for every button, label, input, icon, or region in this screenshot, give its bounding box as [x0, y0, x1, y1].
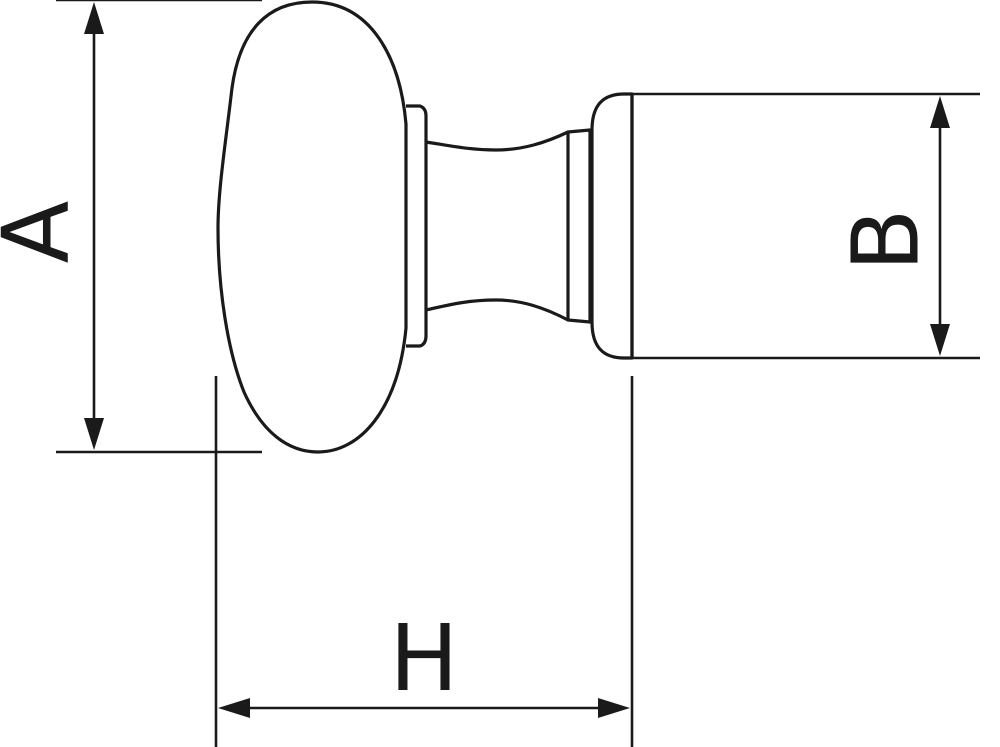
arrowhead-h-left — [218, 698, 250, 718]
dimension-h: H — [214, 376, 634, 747]
knob-outline — [216, 0, 634, 454]
dimension-b: B — [632, 92, 980, 360]
neck-lower — [425, 298, 569, 322]
dimension-a: A — [0, 0, 262, 454]
neck-upper — [425, 130, 569, 152]
arrowhead-b-bottom — [930, 324, 950, 356]
dimension-label-h: H — [389, 605, 458, 712]
dimension-label-a: A — [0, 200, 89, 263]
arrowhead-h-right — [598, 698, 630, 718]
knob-head — [216, 0, 408, 454]
arrowhead-b-top — [930, 96, 950, 128]
neck-collar — [566, 128, 592, 324]
rose-base — [590, 92, 634, 360]
dimension-label-b: B — [832, 208, 939, 271]
arrowhead-a-bottom — [84, 418, 104, 450]
arrowhead-a-top — [84, 2, 104, 34]
head-flange — [406, 104, 428, 348]
